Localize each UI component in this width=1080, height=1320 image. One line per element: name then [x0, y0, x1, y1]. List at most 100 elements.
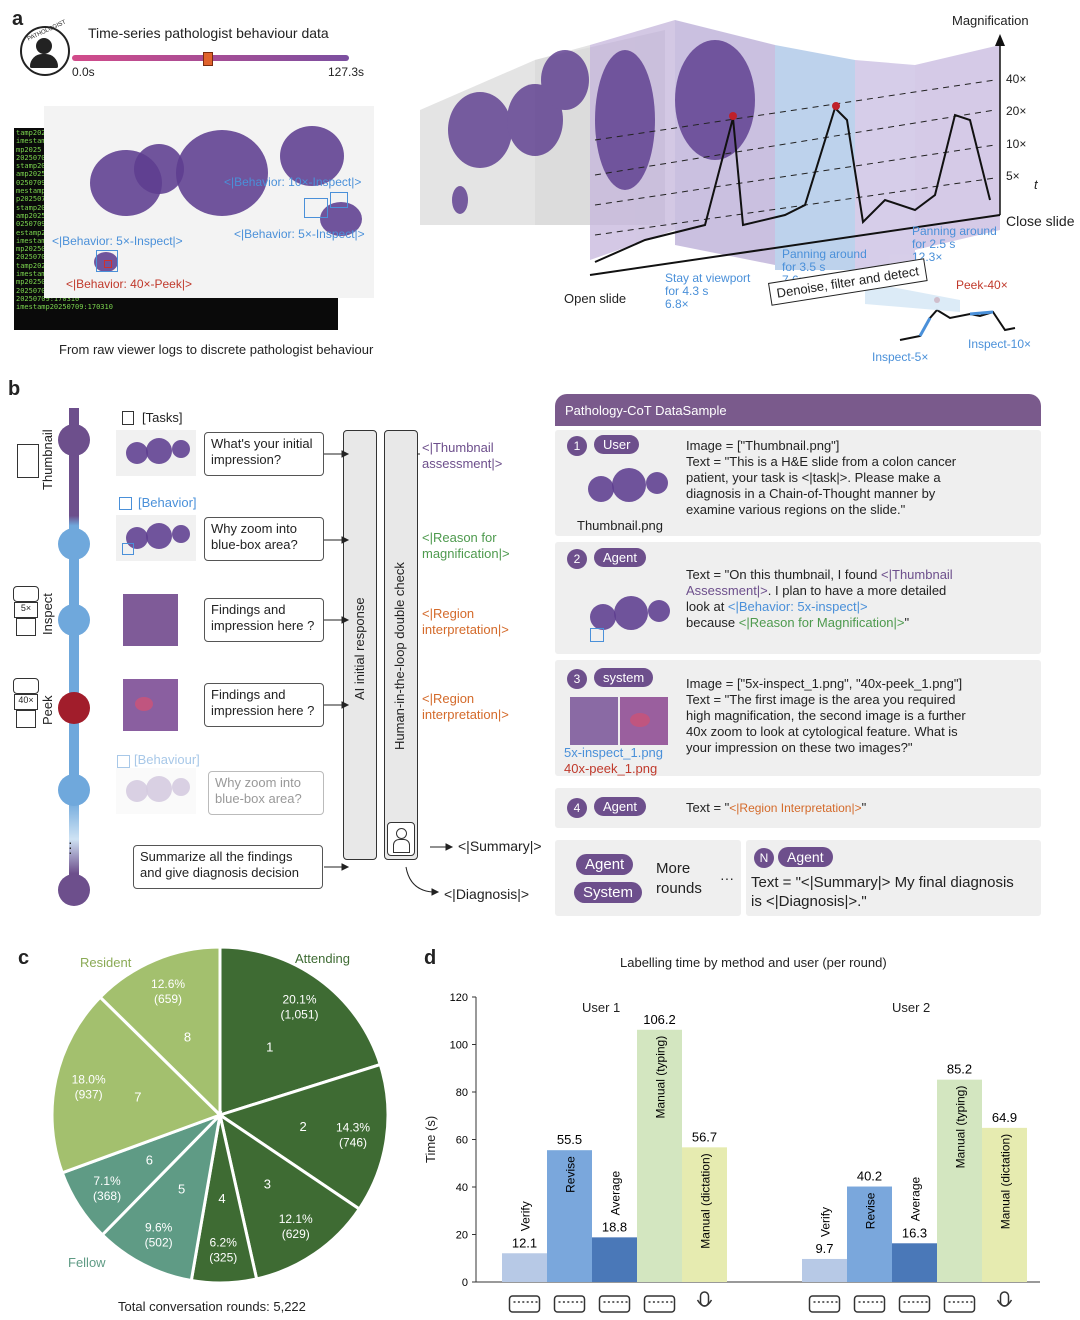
time-start: 0.0s [72, 65, 95, 79]
log-line: mp2025 [16, 145, 42, 154]
diagnosis-tag: <|Diagnosis|> [444, 886, 530, 902]
question-why-zoom[interactable]: Why zoom into blue-box area? [204, 517, 324, 561]
card-1-caption: Thumbnail.png [577, 518, 663, 533]
thumbnail-icon [17, 444, 39, 478]
card-3-role: system [594, 668, 654, 687]
doctor-icon [387, 822, 415, 856]
behavior-checkbox[interactable] [119, 497, 132, 510]
track-node-final[interactable] [58, 874, 90, 906]
bar-category-label: Average [909, 1176, 923, 1221]
bar-category-label: Revise [564, 1156, 578, 1193]
behaviour-checkbox-faded[interactable] [117, 755, 130, 768]
keyboard-icon [598, 1295, 631, 1313]
bar-2-4 [937, 1079, 982, 1282]
pie-slice-number: 7 [134, 1089, 141, 1104]
card-3-number: 3 [567, 669, 587, 689]
y-tick-label: 20 [456, 1230, 468, 1242]
sample-header: Pathology-CoT DataSample [555, 394, 1041, 426]
card-2-text: Text = "On this thumbnail, I found <|Thu… [686, 567, 953, 630]
log-line: 2025070 [16, 253, 46, 262]
loop-ellipsis: ··· [720, 870, 734, 886]
track-node-thumbnail[interactable] [58, 424, 90, 456]
bar-category-label: Average [609, 1171, 623, 1216]
mag-40x-label: 40× [14, 694, 38, 710]
track-node-inspect-3[interactable] [58, 774, 90, 806]
panel-label-b: b [8, 378, 21, 400]
track-label-peek: Peek [40, 695, 55, 725]
card-2-thumb [582, 590, 678, 644]
bar-value-label: 56.7 [692, 1129, 717, 1144]
pie-footer: Total conversation rounds: 5,222 [118, 1299, 306, 1314]
card-3-text: Image = ["5x-inspect_1.png", "40x-peek_1… [686, 676, 966, 755]
loop-card [555, 840, 741, 916]
bar-category-label: Verify [819, 1207, 833, 1237]
microscope-icon-5x: 5× [13, 586, 39, 636]
final-role: Agent [778, 847, 833, 867]
pathologist-logo [20, 26, 70, 76]
track-ellipsis: ··· [68, 834, 73, 860]
card-3-caption-40x: 40x-peek_1.png [564, 761, 658, 776]
pie-slice-count: (502) [145, 1236, 173, 1250]
timeline-handle[interactable] [203, 52, 213, 66]
magnification-3d-panel [420, 20, 1016, 341]
pie-group-fellow: Fellow [68, 1255, 106, 1270]
card-3-image-40x [620, 697, 668, 745]
log-line: mestamp [16, 187, 46, 196]
bar-2-5 [982, 1127, 1027, 1282]
track-node-inspect-2[interactable] [58, 604, 90, 636]
mag-tick-40x: 40× [1006, 72, 1027, 86]
question-why-zoom-faded[interactable]: Why zoom into blue-box area? [208, 771, 324, 815]
log-line: 20250709:170310 [16, 294, 80, 303]
tissue-6 [94, 252, 118, 272]
tag-thumbnail-assessment: <|Thumbnail assessment|> [422, 440, 503, 471]
pie-slice-count: (659) [154, 992, 182, 1006]
behavior-label-10x: <|Behavior: 10×-Inspect|> [224, 175, 362, 189]
bar-category-label: Revise [864, 1192, 878, 1229]
pie-slice-5 [100, 1110, 223, 1283]
behavior-label: [Behavior] [138, 495, 197, 510]
log-line: 0250709 [16, 220, 46, 229]
y-tick-label: 0 [462, 1277, 468, 1289]
pie-slice-count: (325) [209, 1250, 237, 1264]
inspect-5x-label: Inspect-5× [872, 350, 929, 364]
tag-region-interpretation-2: <|Region interpretation|> [422, 691, 509, 722]
timeline-title: Time-series pathologist behaviour data [88, 25, 329, 41]
pie-slice-pct: 20.1% [282, 993, 316, 1007]
bar-group-user1: User 1 [582, 1000, 621, 1015]
slide-overview [44, 106, 374, 298]
card-2-number: 2 [567, 549, 587, 569]
track-node-inspect-1[interactable] [58, 528, 90, 560]
time-axis-label: t [1034, 177, 1038, 192]
log-line: mp20250 [16, 245, 46, 254]
bar-value-label: 9.7 [815, 1241, 833, 1256]
question-summarize[interactable]: Summarize all the findings and give diag… [133, 845, 323, 889]
loop-agent: Agent [576, 854, 634, 875]
inspect-10x-label: Inspect-10× [968, 337, 1032, 351]
pie-slice-pct: 18.0% [72, 1073, 106, 1087]
log-line: 0250709 [16, 178, 46, 187]
panel-b-arrows [324, 450, 454, 896]
question-findings-1[interactable]: Findings and impression here ? [204, 598, 324, 642]
tag-region-interpretation-1: <|Region interpretation|> [422, 606, 509, 637]
track-node-peek[interactable] [58, 692, 90, 724]
bar-category-label: Manual (dictation) [699, 1153, 713, 1248]
card-4-number: 4 [567, 798, 587, 818]
pie-slice-count: (937) [75, 1088, 103, 1102]
log-line: stamp20 [16, 162, 46, 171]
log-line: imestam [16, 236, 46, 245]
question-findings-2[interactable]: Findings and impression here ? [204, 683, 324, 727]
card-4-role: Agent [594, 797, 646, 816]
bar-value-label: 106.2 [643, 1012, 676, 1027]
log-line: amp2025 [16, 170, 46, 179]
behavior-track [69, 408, 79, 898]
thumb-task-4 [123, 679, 178, 731]
human-check-column [384, 430, 418, 860]
question-initial-impression[interactable]: What's your initial impression? [204, 432, 324, 476]
bar-1-4 [637, 1029, 682, 1282]
card-1-role: User [594, 435, 640, 454]
tissue-4 [280, 126, 344, 186]
ai-response-column [343, 430, 377, 860]
log-line: imestamp20250709:170310 [16, 303, 113, 312]
card-1-thumb [580, 462, 676, 516]
